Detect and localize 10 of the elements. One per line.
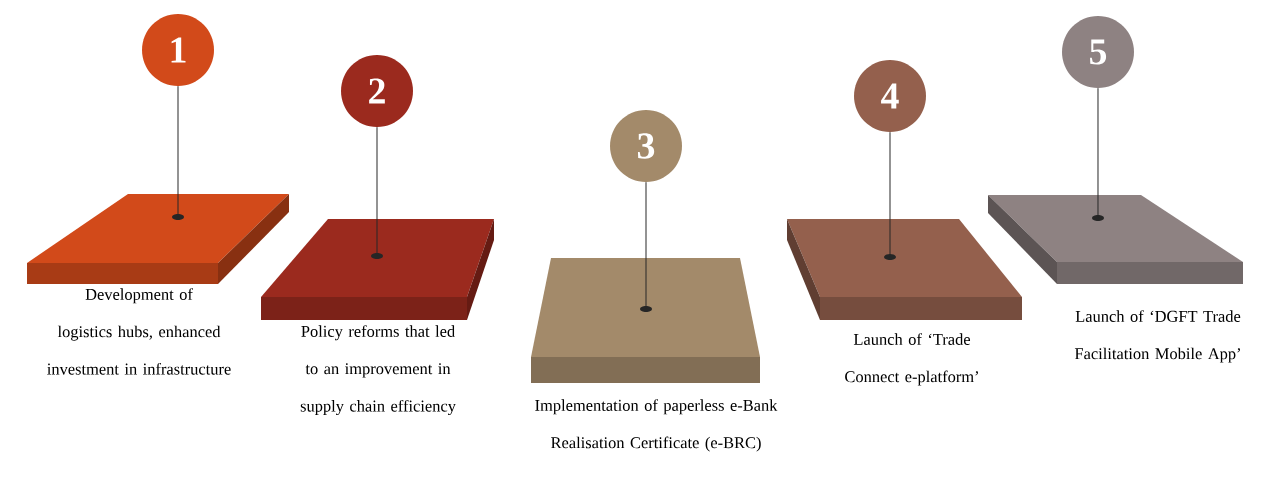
description-text: Implementation of paperless e-Bank Realisation Certificate (e-BRC) bbox=[535, 399, 778, 452]
platform-slab bbox=[988, 195, 1243, 284]
platform-slab bbox=[787, 219, 1022, 320]
platform-slab bbox=[27, 194, 289, 284]
description-text: Launch of ‘Trade Connect e-platform’ bbox=[845, 333, 978, 386]
platform-slab bbox=[531, 258, 760, 383]
description-text: Policy reforms that led to an improvement in supply chain efficiency bbox=[300, 325, 456, 416]
platform-slab bbox=[261, 219, 494, 320]
description-text: Development of logistics hubs, enhanced investment in infrastructure bbox=[47, 288, 231, 375]
description-text: Launch of ‘DGFT Trade Facilitation Mobile App’ bbox=[1074, 310, 1241, 363]
